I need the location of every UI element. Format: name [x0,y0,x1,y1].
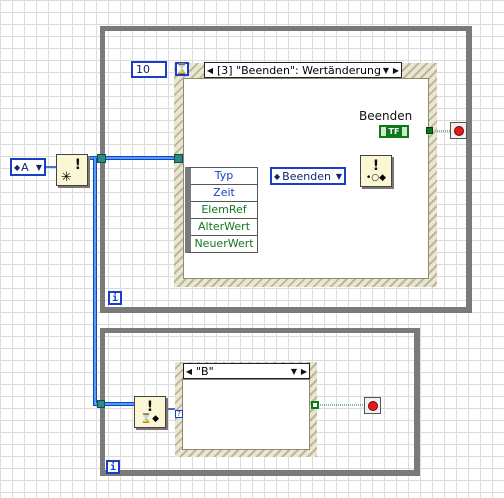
queue-tunnel-event [174,154,183,163]
decrement-arrow-icon[interactable]: ◀ [185,366,193,376]
increment-arrow-icon[interactable]: ▶ [392,65,400,75]
warning-icon: ! [146,399,154,415]
case-content [182,379,310,450]
dropdown-arrow-icon: ▼ [335,171,342,181]
enum-arrows-icon: ◆ [274,171,281,181]
case-selector[interactable]: ◀ "B" ▼ ▶ [183,363,310,379]
increment-arrow-icon[interactable]: ▶ [300,366,308,376]
boolean-type-label: TF [385,127,403,136]
event-data-field-elemref[interactable]: ElemRef [191,202,257,219]
dropdown-arrow-icon[interactable]: ▼ [382,65,390,75]
event-data-field-alterwert[interactable]: AlterWert [191,219,257,236]
queue-tunnel-loop [97,154,106,163]
hourglass-icon: ⌛ [175,62,189,76]
enum-constant-beenden[interactable]: ◆ Beenden ▼ [270,167,346,185]
queue-tunnel-lower [97,400,105,408]
dropdown-arrow-icon[interactable]: ▼ [290,366,298,376]
iteration-terminal-upper: i [108,291,122,305]
iteration-label: i [111,292,119,304]
enum-constant-a[interactable]: ◆ A ▼ [10,158,46,176]
dropdown-arrow-icon: ▼ [35,162,42,172]
event-case-selector[interactable]: ◀ [3] "Beenden": Wertänderung ▼ ▶ [204,62,402,78]
event-data-field-zeit[interactable]: Zeit [191,185,257,202]
iteration-label-lower: i [109,461,117,473]
event-case-label: [3] "Beenden": Wertänderung [217,63,381,77]
beenden-boolean-terminal[interactable]: TF [379,125,409,138]
obtain-queue-node[interactable]: ! ✳ [56,154,88,186]
event-while-loop[interactable] [100,26,472,313]
boolean-tunnel-lower [311,401,319,409]
case-label: "B" [196,364,214,378]
boolean-tunnel [426,127,433,134]
decrement-arrow-icon[interactable]: ◀ [206,65,214,75]
warning-icon: ! [74,157,81,173]
enqueue-icon: •○◆ [365,173,387,183]
dequeue-element-node[interactable]: ! ⌛◆ [134,396,166,428]
event-data-field-neuerwert[interactable]: NeuerWert [194,237,254,250]
iteration-terminal-lower: i [106,460,120,474]
enum-value: Beenden [282,169,331,183]
timeout-value: 10 [136,63,150,76]
queue-wire-lower-core [94,158,134,405]
event-data-node[interactable]: Typ Zeit ElemRef AlterWert NeuerWert [185,167,258,253]
event-data-field-typ[interactable]: Typ [191,168,257,185]
timeout-constant[interactable]: 10 [131,61,167,78]
obtain-queue-icon: ✳ [61,170,72,185]
enum-value-a: A [21,160,29,174]
stop-terminal-lower[interactable] [364,397,381,414]
enum-arrows-icon: ◆ [14,162,21,172]
stop-icon [367,400,378,411]
stop-control-label: Beenden [359,109,413,123]
case-selector-terminal: ? [175,410,183,418]
warning-icon: ! [372,158,380,174]
enqueue-element-node[interactable]: ! •○◆ [360,155,392,187]
stop-icon [453,125,464,136]
dequeue-icon: ⌛◆ [140,414,160,424]
stop-terminal-upper[interactable] [450,122,467,139]
